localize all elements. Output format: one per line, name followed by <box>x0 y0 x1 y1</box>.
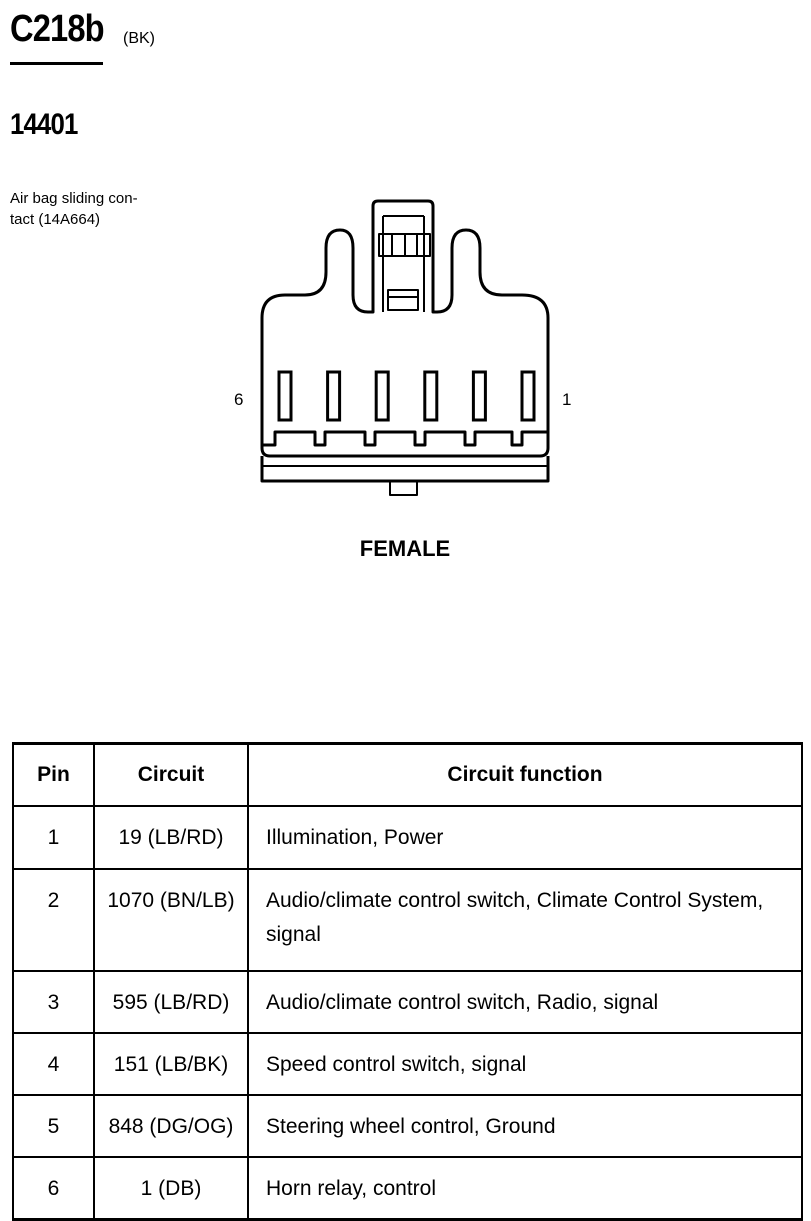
table-row: 1 19 (LB/RD) Illumination, Power <box>12 805 803 870</box>
title-underline <box>10 62 103 65</box>
circuit-function: Audio/climate control switch, Climate Co… <box>247 868 803 972</box>
circuit: 848 (DG/OG) <box>93 1094 249 1158</box>
terminal-cavity-pin-2 <box>471 370 487 422</box>
circuit-function: Illumination, Power <box>247 805 803 870</box>
connector-face-diagram <box>260 199 550 496</box>
circuit: 151 (LB/BK) <box>93 1032 249 1096</box>
circuit-function: Horn relay, control <box>247 1156 803 1221</box>
circuit: 1 (DB) <box>93 1156 249 1221</box>
table-row: 4 151 (LB/BK) Speed control switch, sign… <box>12 1032 803 1096</box>
component-description: Air bag sliding con- tact (14A664) <box>10 188 160 230</box>
pin-number: 3 <box>12 970 95 1034</box>
pin-number: 6 <box>12 1156 95 1221</box>
connector-housing-outline <box>260 199 550 458</box>
connector-latch <box>382 215 425 312</box>
terminal-cavity-pin-6 <box>277 370 293 422</box>
connector-terminal-ridge <box>262 430 548 447</box>
circuit-function: Speed control switch, signal <box>247 1032 803 1096</box>
pin-number: 2 <box>12 868 95 972</box>
terminal-cavity-pin-4 <box>374 370 390 422</box>
table-row: 6 1 (DB) Horn relay, control <box>12 1156 803 1221</box>
pinout-table: Pin Circuit Circuit function 1 19 (LB/RD… <box>12 742 803 1221</box>
terminal-cavity-pin-1 <box>520 370 536 422</box>
connector-base-band <box>260 456 550 483</box>
header-circuit: Circuit <box>93 742 249 807</box>
terminal-cavity-pin-5 <box>326 370 342 422</box>
table-row: 2 1070 (BN/LB) Audio/climate control swi… <box>12 868 803 972</box>
circuit-function: Audio/climate control switch, Radio, sig… <box>247 970 803 1034</box>
connector-color-code: (BK) <box>123 30 155 47</box>
part-number: 14401 <box>10 108 78 141</box>
circuit: 1070 (BN/LB) <box>93 868 249 972</box>
terminal-cavities <box>277 370 536 422</box>
table-row: 3 595 (LB/RD) Audio/climate control swit… <box>12 970 803 1034</box>
connector-id: C218b <box>10 8 105 50</box>
pin-1-label: 1 <box>562 390 572 409</box>
header-circuit-function: Circuit function <box>247 742 803 807</box>
pin-number: 1 <box>12 805 95 870</box>
description-line-2: tact (14A664) <box>10 211 101 228</box>
circuit: 19 (LB/RD) <box>93 805 249 870</box>
table-header-row: Pin Circuit Circuit function <box>12 742 803 807</box>
circuit: 595 (LB/RD) <box>93 970 249 1034</box>
table-row: 5 848 (DG/OG) Steering wheel control, Gr… <box>12 1094 803 1158</box>
pin-6-label: 6 <box>234 390 244 409</box>
description-line-1: Air bag sliding con- <box>10 190 138 207</box>
terminal-cavity-pin-3 <box>423 370 439 422</box>
connector-view-label: FEMALE <box>359 536 451 561</box>
circuit-function: Steering wheel control, Ground <box>247 1094 803 1158</box>
pin-number: 4 <box>12 1032 95 1096</box>
header-pin: Pin <box>12 742 95 807</box>
connector-key <box>389 480 418 496</box>
pin-number: 5 <box>12 1094 95 1158</box>
